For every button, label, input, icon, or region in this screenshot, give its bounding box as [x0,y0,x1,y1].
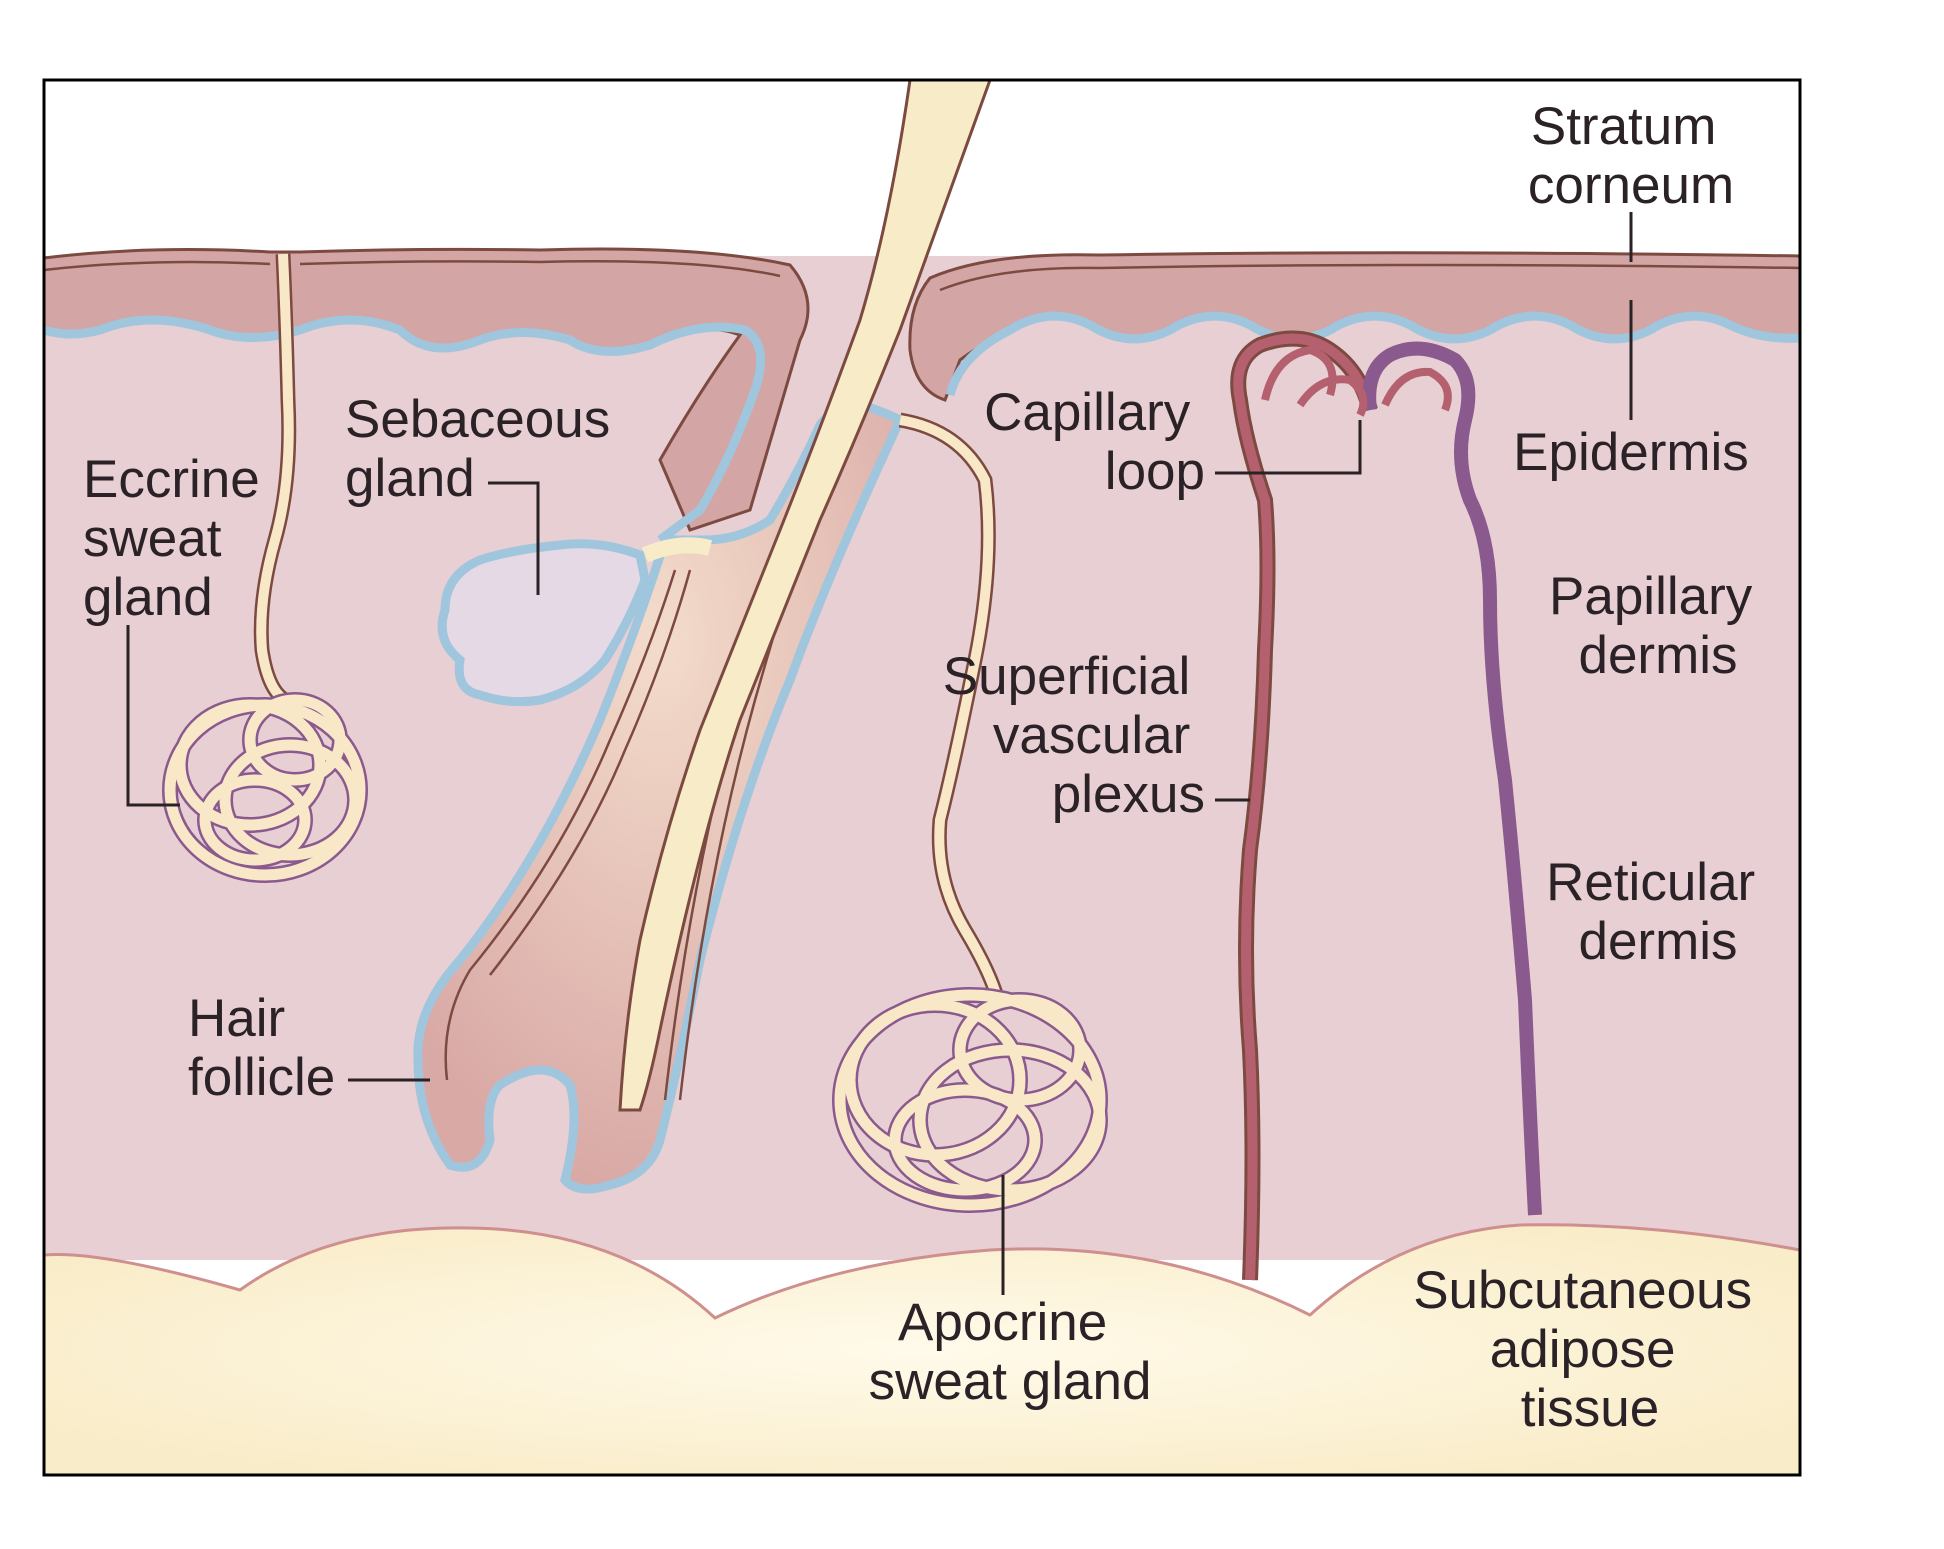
leader-sebaceous-gland [488,481,540,595]
arterial-vessel-fill [1233,333,1375,1281]
hair-follicle-inner-lines [444,439,837,1101]
label-superficial-vascular-plexus: Superficial vascular plexus [943,647,1205,824]
label-capillary-loop: Capillary loop [984,383,1205,501]
apocrine-coil [832,987,1108,1213]
label-hair-follicle: Hair follicle [188,989,335,1107]
label-stratum-corneum: Stratum corneum [1528,97,1734,215]
leader-capillary-loop [1215,420,1362,475]
capillary-loops [1261,345,1452,417]
eccrine-coil [162,692,368,883]
sebaceous-gland-duct [641,537,713,563]
label-apocrine-sweat-gland: Apocrine sweat gland [869,1293,1152,1411]
hair-shaft [618,78,993,1112]
label-sebaceous-gland: Sebaceous gland [345,390,625,508]
label-eccrine-sweat-gland: Eccrine sweat gland [83,450,274,627]
label-epidermis: Epidermis [1513,423,1749,482]
label-subcutaneous-adipose-tissue: Subcutaneous adipose tissue [1413,1261,1767,1438]
label-reticular-dermis: Reticular dermis [1546,853,1770,971]
label-papillary-dermis: Papillary dermis [1549,567,1767,685]
sebaceous-gland-shape [437,539,650,707]
venous-vessel [1362,341,1542,1216]
basement-membrane-left [42,315,766,544]
stratum-corneum-line [43,260,1801,292]
subcutaneous-adipose [42,1223,1802,1477]
leader-eccrine-sweat-gland [126,625,180,807]
apocrine-duct-fill [899,415,1005,1011]
diagram-frame [42,78,1802,1477]
basement-membrane-right [945,311,1801,397]
eccrine-duct-fill [256,253,294,705]
